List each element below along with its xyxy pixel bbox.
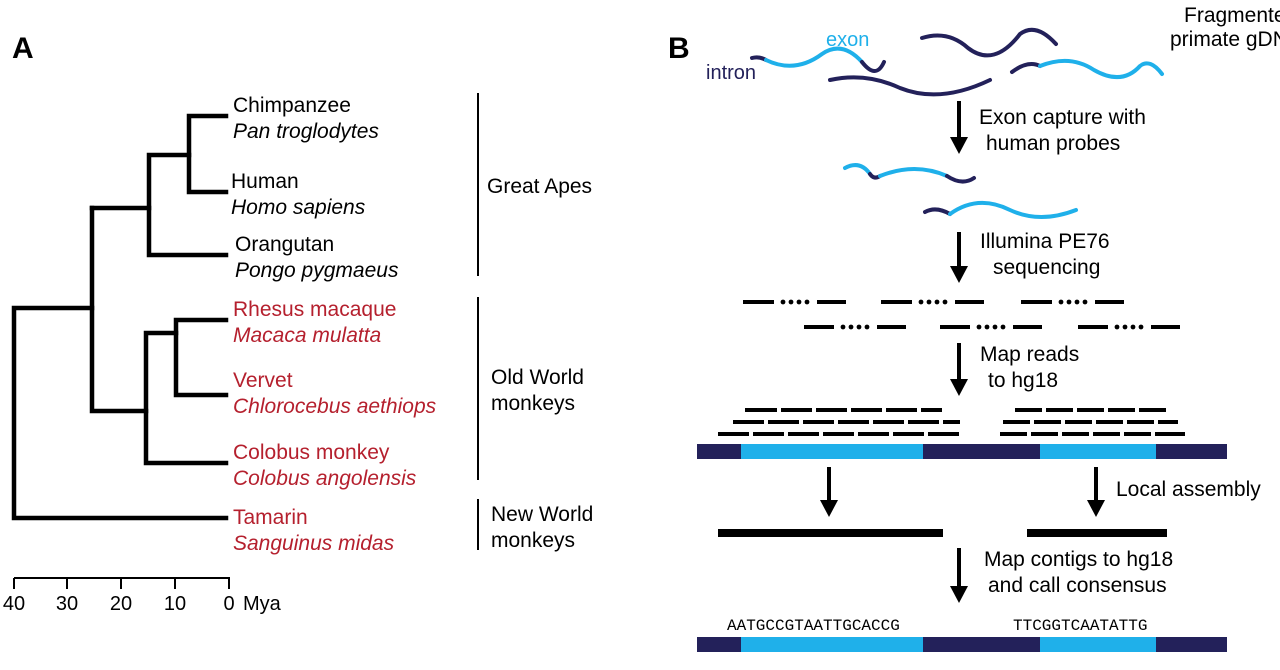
final-reference-bar — [697, 637, 1227, 652]
mapped-reads-right — [1000, 408, 1185, 436]
taxon-common-tamarin: Tamarin — [233, 506, 308, 529]
taxon-latin-tamarin: Sanguinus midas — [233, 532, 395, 555]
branch-chimp-human — [186, 113, 229, 195]
axis-unit: Mya — [243, 593, 282, 615]
reference-genome-bar — [697, 444, 1227, 459]
reference-exon-left — [741, 444, 923, 459]
step-seq-1: Illumina PE76 — [980, 230, 1110, 253]
gdna-label-1: Fragmented — [1184, 4, 1280, 27]
taxon-common-chimpanzee: Chimpanzee — [233, 94, 351, 117]
captured-fragments — [843, 163, 1078, 219]
branch-orangutan — [146, 152, 229, 258]
branch-rhesus-vervet — [173, 317, 229, 398]
branch-catarrhini — [89, 205, 149, 414]
step-contigs-2: and call consensus — [988, 574, 1167, 597]
branch-colobus — [143, 330, 229, 466]
captured-exon — [878, 167, 949, 178]
mapped-reads-left — [718, 408, 960, 436]
panel-b-label: B — [668, 32, 690, 65]
arrow-assembly-left — [820, 467, 838, 517]
taxon-common-orangutan: Orangutan — [235, 233, 334, 256]
axis-tick-label: 40 — [3, 593, 25, 615]
contigs — [718, 529, 1167, 537]
step-capture-1: Exon capture with — [979, 106, 1146, 129]
arrow-sequencing — [950, 232, 968, 283]
arrow-map-reads — [950, 343, 968, 396]
final-exon-left — [741, 637, 923, 652]
group-label-old-world-2: monkeys — [491, 392, 575, 415]
phylogenetic-tree — [11, 113, 229, 521]
fragment-intron — [828, 75, 992, 97]
step-assembly: Local assembly — [1116, 478, 1261, 501]
exon-label: exon — [826, 29, 869, 51]
step-capture-2: human probes — [986, 132, 1120, 155]
gdna-label-2: primate gDNA — [1170, 28, 1280, 51]
intron-label: intron — [706, 62, 756, 84]
axis-tick-label: 20 — [110, 593, 132, 615]
fragment-intron — [1010, 62, 1042, 74]
taxon-latin-rhesus: Macaca mulatta — [233, 324, 381, 347]
fragment-exon — [1038, 58, 1164, 79]
consensus-seq-left: AATGCCGTAATTGCACCG — [727, 617, 900, 635]
fragment-exon — [764, 46, 864, 68]
group-label-new-world-1: New World — [491, 503, 593, 526]
time-axis: 40 30 20 10 0 Mya — [3, 577, 282, 615]
arrow-map-contigs — [950, 548, 968, 603]
taxon-latin-human: Homo sapiens — [231, 196, 366, 219]
taxa-labels: Chimpanzee Pan troglodytes Human Homo sa… — [231, 94, 437, 555]
axis-tick-label: 10 — [164, 593, 186, 615]
consensus-seq-right: TTCGGTCAATATTG — [1013, 617, 1147, 635]
captured-exon — [843, 163, 872, 176]
step-contigs-1: Map contigs to hg18 — [984, 548, 1173, 571]
group-brackets: Great Apes Old World monkeys New World m… — [477, 93, 593, 552]
step-map-2: to hg18 — [988, 369, 1058, 392]
taxon-common-vervet: Vervet — [233, 369, 293, 392]
gdna-fragments: exon intron Fragmented primate gDNA — [706, 4, 1280, 97]
captured-intron — [923, 207, 952, 216]
fragment-intron — [920, 27, 1058, 58]
captured-exon — [948, 200, 1078, 219]
step-map-1: Map reads — [980, 343, 1079, 366]
axis-tick-label: 30 — [56, 593, 78, 615]
branch-root-tamarin — [11, 305, 229, 521]
arrow-capture — [950, 101, 968, 154]
panel-a-label: A — [12, 32, 34, 65]
arrow-assembly-right — [1087, 467, 1105, 517]
final-exon-right — [1040, 637, 1156, 652]
taxon-latin-colobus: Colobus angolensis — [233, 467, 417, 490]
taxon-latin-chimpanzee: Pan troglodytes — [233, 120, 379, 143]
taxon-latin-vervet: Chlorocebus aethiops — [233, 395, 437, 418]
reference-exon-right — [1040, 444, 1156, 459]
taxon-common-colobus: Colobus monkey — [233, 441, 390, 464]
fragment-intron — [750, 55, 768, 62]
captured-intron — [945, 174, 976, 184]
axis-tick-label: 0 — [223, 593, 234, 615]
fragment-intron — [860, 60, 886, 73]
group-label-old-world-1: Old World — [491, 366, 584, 389]
group-label-new-world-2: monkeys — [491, 529, 575, 552]
taxon-latin-orangutan: Pongo pygmaeus — [235, 259, 399, 282]
step-seq-2: sequencing — [993, 256, 1100, 279]
contig-left — [718, 529, 943, 537]
paired-end-reads — [743, 299, 1180, 330]
group-label-great-apes: Great Apes — [487, 175, 592, 198]
taxon-common-human: Human — [231, 170, 299, 193]
contig-right — [1027, 529, 1167, 537]
taxon-common-rhesus: Rhesus macaque — [233, 298, 396, 321]
